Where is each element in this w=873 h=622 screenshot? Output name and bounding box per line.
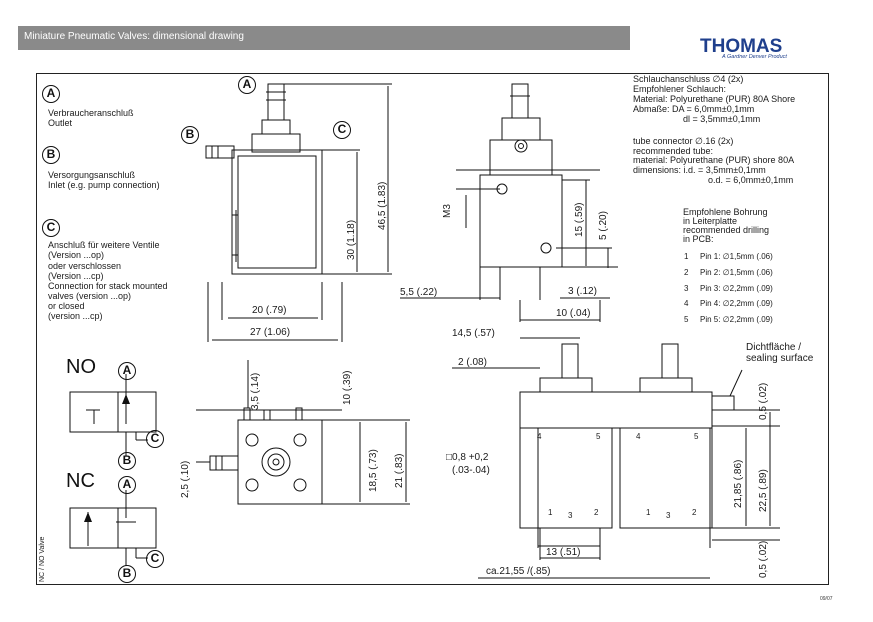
legend-c-line: (Version ...cp)	[48, 271, 104, 281]
pcb-pin-spec: Pin 5: ∅2,2mm (.09)	[700, 315, 773, 324]
dim-21: 21 (.83)	[394, 453, 405, 488]
legend-c-line: Anschluß für weitere Ventile	[48, 240, 160, 250]
legend-a-de: Verbraucheranschluß	[48, 108, 134, 118]
legend-a-badge: A	[42, 85, 60, 103]
pcb-pin-spec: Pin 3: ∅2,2mm (.09)	[700, 284, 773, 293]
brand-tagline: A Gardner Denver Product	[722, 54, 787, 60]
legend-c-line: or closed	[48, 301, 85, 311]
legend-b-en: Inlet (e.g. pump connection)	[48, 180, 160, 190]
dim-m3: M3	[442, 204, 453, 218]
port-c-label: C	[333, 121, 351, 139]
pin-marker: 4	[537, 432, 542, 441]
pcb-pin-spec: Pin 4: ∅2,2mm (.09)	[700, 299, 773, 308]
tube-spec-de: dl = 3,5mm±0,1mm	[683, 114, 761, 124]
pcb-header: Empfohlene Bohrung	[683, 207, 768, 217]
pin-marker: 3	[666, 511, 671, 520]
pin-marker: 2	[692, 508, 697, 517]
dim-21-85: 21,85 (.86)	[733, 459, 744, 508]
pin-marker: 1	[548, 508, 553, 517]
pin-marker: 1	[646, 508, 651, 517]
pcb-header: in Leiterplatte	[683, 216, 738, 226]
header-bar	[18, 26, 630, 50]
no-port-a: A	[118, 362, 136, 380]
dim-2-5: 2,5 (.10)	[180, 460, 191, 498]
no-port-b: B	[118, 452, 136, 470]
no-label: NO	[66, 356, 96, 378]
dim-0-5-top: 0,5 (.02)	[758, 382, 769, 420]
legend-c-line: (version ...cp)	[48, 311, 103, 321]
dim-21-55: ca.21,55 /(.85)	[486, 566, 551, 577]
pin-marker: 5	[694, 432, 699, 441]
legend-c-line: (Version ...op)	[48, 250, 105, 260]
dim-square-pin: □0,8 +0,2	[446, 452, 489, 463]
nc-label: NC	[66, 470, 95, 492]
legend-c-line: valves (version ...op)	[48, 291, 132, 301]
dim-3-5: 3,5 (.14)	[250, 372, 261, 410]
tube-spec-en: dimensions: i.d. = 3,5mm±0,1mm	[633, 165, 766, 175]
dim-10: 10 (.39)	[342, 370, 353, 405]
nc-port-c: C	[146, 550, 164, 568]
legend-b-badge: B	[42, 146, 60, 164]
port-b-label: B	[181, 126, 199, 144]
pcb-header: in PCB:	[683, 234, 714, 244]
tube-spec-en: recommended tube:	[633, 146, 714, 156]
port-a-label: A	[238, 76, 256, 94]
pcb-pin-spec: Pin 2: ∅1,5mm (.06)	[700, 268, 773, 277]
dim-2: 2 (.08)	[458, 357, 487, 368]
dim-13: 13 (.51)	[546, 547, 581, 558]
tube-spec-de: Material: Polyurethane (PUR) 80A Shore	[633, 94, 796, 104]
pcb-pin-number: 3	[684, 284, 689, 293]
side-label: NC / NO Valve	[39, 536, 46, 582]
legend-c-line: oder verschlossen	[48, 261, 122, 271]
tube-spec-en: material: Polyurethane (PUR) shore 80A	[633, 155, 795, 165]
no-port-c: C	[146, 430, 164, 448]
dim-22-5: 22,5 (.89)	[758, 469, 769, 512]
dim-width-20: 20 (.79)	[252, 305, 287, 316]
tube-spec-de: Schlauchanschluss ∅4 (2x)	[633, 74, 744, 84]
pcb-pin-number: 2	[684, 268, 689, 277]
legend-b-de: Versorgungsanschluß	[48, 170, 136, 180]
footer-code: 09/07	[820, 596, 833, 602]
pin-marker: 2	[594, 508, 599, 517]
dim-14-5: 14,5 (.57)	[452, 328, 495, 339]
pcb-pin-number: 1	[684, 252, 689, 261]
dim-width-27: 27 (1.06)	[250, 327, 291, 338]
dim-3: 3 (.12)	[568, 286, 597, 297]
dim-height-46: 46,5 (1.83)	[377, 181, 388, 230]
drawing-frame	[36, 73, 829, 585]
dim-5: 5 (.20)	[598, 211, 609, 240]
legend-c-line: Connection for stack mounted	[48, 281, 168, 291]
nc-port-b: B	[118, 565, 136, 583]
nc-port-a: A	[118, 476, 136, 494]
tube-spec-en: tube connector ∅.16 (2x)	[633, 136, 734, 146]
pcb-header: recommended drilling	[683, 225, 770, 235]
dim-10-side: 10 (.04)	[556, 308, 591, 319]
tube-spec-de: Empfohlener Schlauch:	[633, 84, 727, 94]
dim-18-5: 18,5 (.73)	[368, 449, 379, 492]
dim-15: 15 (.59)	[574, 202, 585, 237]
legend-c-badge: C	[42, 219, 60, 237]
pin-marker: 3	[568, 511, 573, 520]
pin-marker: 5	[596, 432, 601, 441]
legend-a-en: Outlet	[48, 118, 73, 128]
dim-height-30: 30 (1.18)	[346, 219, 357, 260]
dim-5-5: 5,5 (.22)	[400, 287, 438, 298]
pcb-pin-spec: Pin 1: ∅1,5mm (.06)	[700, 252, 773, 261]
sealing-label-en: sealing surface	[746, 353, 814, 364]
sealing-label-de: Dichtfläche /	[746, 342, 802, 353]
pcb-pin-number: 5	[684, 315, 689, 324]
dim-square-pin-inch: (.03-.04)	[452, 465, 490, 476]
tube-spec-en: o.d. = 6,0mm±0,1mm	[708, 175, 794, 185]
document-title: Miniature Pneumatic Valves: dimensional …	[24, 31, 244, 42]
pcb-pin-number: 4	[684, 299, 689, 308]
dim-0-5-bottom: 0,5 (.02)	[758, 540, 769, 578]
brand-logo: THOMAS	[700, 36, 783, 57]
tube-spec-de: Abmaße: DA = 6,0mm±0,1mm	[633, 104, 755, 114]
pin-marker: 4	[636, 432, 641, 441]
